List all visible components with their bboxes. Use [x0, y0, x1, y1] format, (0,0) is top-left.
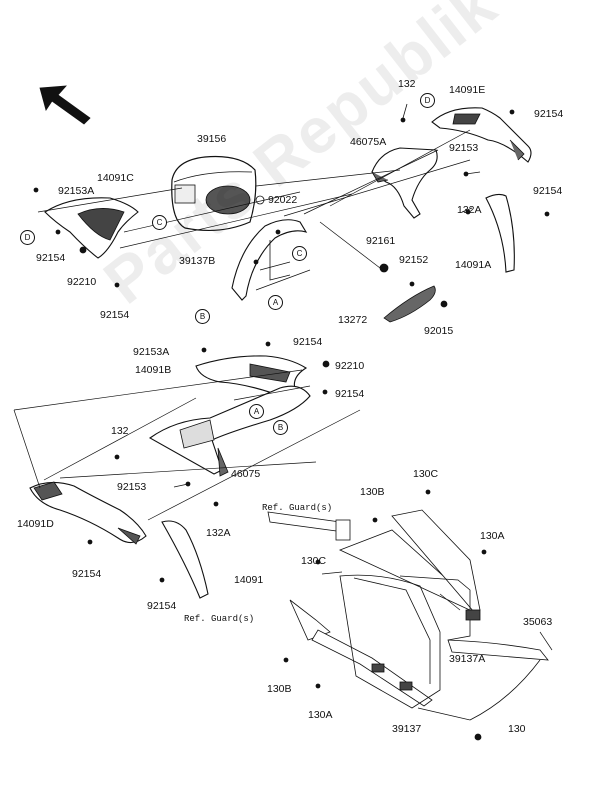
cover-14091d: [29, 481, 147, 545]
part-label-46075: 46075: [231, 468, 261, 480]
panel-14091: [161, 520, 209, 599]
part-label-92153a: 92153A: [133, 346, 170, 358]
bracket-39137b: [231, 219, 308, 301]
part-label-46075a: 46075A: [350, 136, 387, 148]
part-label-35063: 35063: [523, 616, 553, 628]
part-label-130b: 130B: [360, 486, 385, 498]
part-label-130a: 130A: [480, 530, 505, 542]
part-label-92153: 92153: [117, 481, 147, 493]
callout-c: C: [152, 215, 167, 230]
plate-13272: [383, 285, 436, 323]
part-label-132: 132: [398, 78, 416, 90]
part-label-92022: 92022: [268, 194, 298, 206]
part-label-130c: 130C: [301, 555, 327, 567]
part-label-132a: 132A: [457, 204, 482, 216]
part-label-92154: 92154: [100, 309, 130, 321]
cover-14091c: [44, 197, 139, 259]
part-label-39137: 39137: [392, 723, 422, 735]
part-label-14091d: 14091D: [17, 518, 54, 530]
guard-bracket-39137: [267, 509, 549, 721]
part-label-39137b: 39137B: [179, 255, 216, 267]
part-label-130c: 130C: [413, 468, 439, 480]
saddlebag-39156: [171, 155, 257, 232]
part-label-92154: 92154: [335, 388, 365, 400]
part-label-39156: 39156: [197, 133, 227, 145]
panel-14091a: [485, 193, 515, 273]
part-label-130a: 130A: [308, 709, 333, 721]
part-label-132: 132: [111, 425, 129, 437]
part-label-39137a: 39137A: [449, 653, 486, 665]
part-label-92152: 92152: [399, 254, 429, 266]
part-label-92015: 92015: [424, 325, 454, 337]
leader-lines: [13, 129, 553, 651]
bracket-46075a: [371, 147, 438, 219]
screws: [33, 103, 550, 741]
part-label-92154: 92154: [534, 108, 564, 120]
callout-c: C: [292, 246, 307, 261]
callout-d: D: [420, 93, 435, 108]
part-label-14091b: 14091B: [135, 364, 172, 376]
part-label-92210: 92210: [67, 276, 97, 288]
part-label-14091a: 14091A: [455, 259, 492, 271]
part-label-14091: 14091: [234, 574, 264, 586]
part-label-13272: 13272: [338, 314, 368, 326]
callout-b: B: [273, 420, 288, 435]
part-label-92154: 92154: [72, 568, 102, 580]
part-label-92153a: 92153A: [58, 185, 95, 197]
part-label-14091c: 14091C: [97, 172, 134, 184]
callout-a: A: [268, 295, 283, 310]
part-label-130: 130: [508, 723, 526, 735]
part-label-92154: 92154: [533, 185, 563, 197]
part-label-92161: 92161: [366, 235, 396, 247]
part-label-92154: 92154: [147, 600, 177, 612]
part-label-92154: 92154: [293, 336, 323, 348]
part-label-14091e: 14091E: [449, 84, 486, 96]
cover-14091e: [431, 107, 532, 163]
front-direction-arrow-icon: [39, 85, 91, 125]
part-label-92210: 92210: [335, 360, 365, 372]
callout-b: B: [195, 309, 210, 324]
callout-d: D: [20, 230, 35, 245]
bracket-46075: [148, 385, 311, 477]
part-label-92153: 92153: [449, 142, 479, 154]
ref-guards-note: Ref. Guard(s): [262, 503, 333, 513]
callout-a: A: [249, 404, 264, 419]
ref-guards-note: Ref. Guard(s): [184, 614, 255, 624]
part-label-132a: 132A: [206, 527, 231, 539]
part-label-92154: 92154: [36, 252, 66, 264]
part-label-130b: 130B: [267, 683, 292, 695]
